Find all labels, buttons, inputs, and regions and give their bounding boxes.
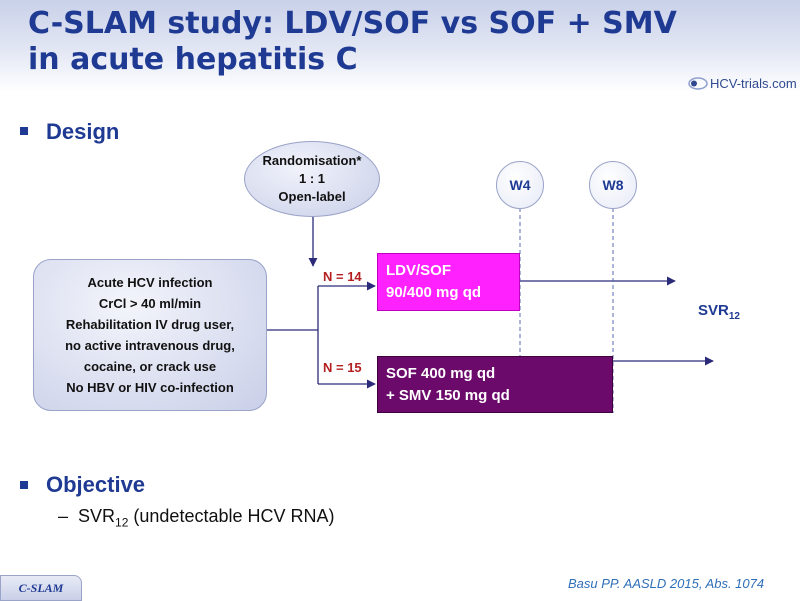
week-4-marker: W4 bbox=[496, 161, 544, 209]
logo-text: HCV-trials.com bbox=[710, 76, 797, 91]
slide-title-line-2: in acute hepatitis C bbox=[28, 42, 358, 77]
randomisation-ellipse: Randomisation* 1 : 1 Open-label bbox=[244, 141, 380, 217]
criteria-line: no active intravenous drug, bbox=[65, 338, 235, 353]
arm1-line-1: LDV/SOF bbox=[386, 262, 452, 279]
study-tab: C-SLAM bbox=[0, 575, 82, 601]
svr12-outcome-label: SVR12 bbox=[698, 302, 740, 322]
criteria-line: cocaine, or crack use bbox=[83, 359, 217, 374]
objective-heading: Objective bbox=[46, 472, 146, 497]
arm1-line-2: 90/400 mg qd bbox=[386, 284, 482, 301]
randomisation-line-3: Open-label bbox=[278, 189, 346, 204]
objective-svr-subscript: 12 bbox=[115, 515, 129, 530]
slide-title: C-SLAM study: LDV/SOF vs SOF + SMV in ac… bbox=[28, 6, 677, 78]
hcv-trials-logo: HCV-trials.com bbox=[688, 76, 797, 91]
design-heading: Design bbox=[46, 119, 120, 144]
arm1-n-label: N = 14 bbox=[323, 269, 362, 284]
svr-main: SVR bbox=[698, 302, 729, 319]
week-8-marker: W8 bbox=[589, 161, 637, 209]
randomisation-line-1: Randomisation* bbox=[262, 153, 362, 168]
citation: Basu PP. AASLD 2015, Abs. 1074 bbox=[568, 576, 765, 591]
randomisation-line-2: 1 : 1 bbox=[298, 171, 325, 186]
svr-subscript: 12 bbox=[728, 311, 740, 322]
objective-svr-main: SVR bbox=[78, 506, 116, 526]
title-band bbox=[0, 0, 800, 92]
criteria-line: Acute HCV infection bbox=[87, 275, 213, 290]
criteria-line: CrCl > 40 ml/min bbox=[98, 296, 202, 311]
arm2-line-1: SOF 400 mg qd bbox=[386, 365, 496, 382]
logo-swirl-icon bbox=[688, 77, 708, 90]
criteria-line: Rehabilitation IV drug user, bbox=[65, 317, 235, 332]
objective-bullet-icon bbox=[20, 481, 28, 489]
objective-dash: – bbox=[58, 506, 69, 526]
arm2-line-2: + SMV 150 mg qd bbox=[386, 387, 510, 404]
objective-item: – SVR12 (undetectable HCV RNA) bbox=[58, 506, 335, 530]
criteria-line: No HBV or HIV co-infection bbox=[66, 380, 234, 395]
arm-sof-smv-box: SOF 400 mg qd + SMV 150 mg qd bbox=[377, 356, 613, 413]
objective-detail: (undetectable HCV RNA) bbox=[128, 506, 335, 526]
slide-title-line-1: C-SLAM study: LDV/SOF vs SOF + SMV bbox=[28, 6, 677, 41]
design-bullet-icon bbox=[20, 127, 28, 135]
arm-ldv-sof-box: LDV/SOF 90/400 mg qd bbox=[377, 253, 520, 311]
arm2-n-label: N = 15 bbox=[323, 360, 362, 375]
inclusion-criteria-box: Acute HCV infection CrCl > 40 ml/min Reh… bbox=[33, 259, 267, 411]
